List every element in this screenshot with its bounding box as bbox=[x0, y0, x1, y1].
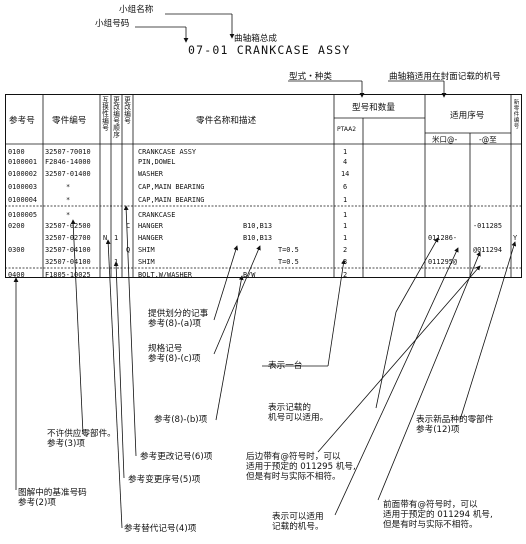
header-new-frame: 新零件编号 bbox=[513, 100, 520, 130]
annotation-at-suffix: 后边带有@符号时，可以适用于预定的 011295 机号,但是有时与实际不相符。 bbox=[246, 452, 356, 482]
qty-cell: 6 bbox=[343, 183, 348, 191]
spec-cell: B10,B13 bbox=[243, 222, 273, 230]
part-cell: * bbox=[66, 196, 71, 204]
qty-cell: 2 bbox=[343, 246, 348, 254]
part-cell: 32507-02500 bbox=[45, 222, 91, 230]
header-model-qty: 型号和数量 bbox=[352, 103, 395, 113]
part-cell: 32507-70010 bbox=[45, 148, 91, 156]
qty-cell: 1 bbox=[343, 211, 348, 219]
serial-from-cell: 011286- bbox=[428, 234, 458, 242]
part-cell: 32507-04100 bbox=[45, 258, 91, 266]
annotation-not-supplied: 不许供应零部件。参考(3)项 bbox=[47, 429, 116, 449]
annotation-per-unit: 表示一台 bbox=[268, 361, 303, 371]
group-name-label: 小组名称 bbox=[119, 5, 154, 15]
name-cell: CAP,MAIN BEARING bbox=[138, 183, 205, 191]
header-change-code: 更改编号 bbox=[124, 96, 131, 125]
annotation-change-mark: 参考更改记号(6)项 bbox=[140, 452, 213, 462]
ref-cell: 0100001 bbox=[8, 158, 38, 166]
annotation-change-seq: 参考变更序号(5)项 bbox=[128, 475, 201, 485]
serial-from-cell: 011295@ bbox=[428, 258, 458, 266]
annotation-at-prefix: 前面带有@符号时，可以适用于预定的 011294 机号,但是有时与实际不相符。 bbox=[383, 500, 493, 530]
name-cell: CRANKCASE bbox=[138, 211, 176, 219]
header-serial-to: -@至 bbox=[479, 135, 497, 144]
name-cell: CRANKCASE ASSY bbox=[138, 148, 197, 156]
annotation-division-note: 提供划分的记事参考(8)-(a)项 bbox=[148, 309, 209, 329]
qty-cell: 2 bbox=[343, 271, 348, 279]
change-no-cell: 1 bbox=[114, 234, 119, 242]
part-cell: * bbox=[66, 211, 71, 219]
interchange-cell: N bbox=[103, 234, 108, 242]
part-cell: 32507-01400 bbox=[45, 170, 91, 178]
name-cell: HANGER bbox=[138, 222, 163, 230]
part-cell: 32507-02700 bbox=[45, 234, 91, 242]
header-part-no: 零件编号 bbox=[52, 116, 87, 126]
ref-cell: 0100005 bbox=[8, 211, 38, 219]
header-serial: 适用序号 bbox=[450, 111, 485, 121]
annotation-ref-8b: 参考(8)-(b)项 bbox=[154, 415, 208, 425]
annotation-base-number: 图解中的基准号码参考(2)项 bbox=[18, 488, 87, 508]
group-code-label: 小组号码 bbox=[95, 19, 130, 29]
annotation-applicable-range: 表示可以适用记载的机号。 bbox=[272, 512, 324, 532]
spec-cell: T=0.5 bbox=[278, 246, 299, 254]
part-cell: 32507-04100 bbox=[45, 246, 91, 254]
qty-cell: 1 bbox=[343, 196, 348, 204]
new-frame-cell: Y bbox=[513, 234, 518, 242]
ref-cell: 0100003 bbox=[8, 183, 38, 191]
qty-cell: 1 bbox=[343, 234, 348, 242]
change-no-cell: 1 bbox=[114, 258, 119, 266]
frame-note-label: 曲轴箱适用在封面记载的机号 bbox=[389, 72, 501, 82]
spec-cell: B/W bbox=[243, 271, 256, 279]
ref-cell: 0200 bbox=[8, 222, 25, 230]
change-code-cell: Q bbox=[126, 246, 131, 254]
annotation-substitute-mark: 参考替代记号(4)项 bbox=[124, 524, 197, 534]
ref-cell: 0400 bbox=[8, 271, 25, 279]
annotation-spec-code: 规格记号参考(8)-(c)项 bbox=[148, 344, 201, 364]
part-cell: F2846-14000 bbox=[45, 158, 91, 166]
ref-cell: 0100004 bbox=[8, 196, 38, 204]
header-change-no: 更改编号顺序 bbox=[113, 96, 120, 139]
part-cell: * bbox=[66, 183, 71, 191]
qty-cell: 4 bbox=[343, 158, 348, 166]
change-code-cell: C bbox=[126, 222, 131, 230]
name-cell: WASHER bbox=[138, 170, 163, 178]
name-cell: PIN,DOWEL bbox=[138, 158, 176, 166]
header-serial-from: 米口@- bbox=[432, 135, 458, 144]
spec-cell: B10,B13 bbox=[243, 234, 273, 242]
spec-cell: T=0.5 bbox=[278, 258, 299, 266]
qty-cell: 3 bbox=[343, 258, 348, 266]
ref-cell: 0100002 bbox=[8, 170, 38, 178]
part-cell: F1805-10025 bbox=[45, 271, 91, 279]
name-cell: SHIM bbox=[138, 258, 155, 266]
header-interchange: 互换性编号 bbox=[102, 96, 109, 132]
serial-to-cell: @011294 bbox=[473, 246, 503, 254]
model-type-label: 型式・种类 bbox=[289, 72, 332, 82]
serial-to-cell: -011285 bbox=[473, 222, 503, 230]
header-name-desc: 零件名称和描述 bbox=[196, 116, 257, 126]
qty-cell: 1 bbox=[343, 222, 348, 230]
ref-cell: 0300 bbox=[8, 246, 25, 254]
name-cell: CAP,MAIN BEARING bbox=[138, 196, 205, 204]
header-model-code: PTAA2 bbox=[337, 126, 357, 133]
ref-cell: 0100 bbox=[8, 148, 25, 156]
annotation-applicable-serial: 表示记载的机号可以适用。 bbox=[268, 403, 329, 423]
page-title: 07-01 CRANKCASE ASSY bbox=[188, 43, 351, 57]
qty-cell: 14 bbox=[341, 170, 350, 178]
name-cell: HANGER bbox=[138, 234, 163, 242]
qty-cell: 1 bbox=[343, 148, 348, 156]
header-ref-no: 参考号 bbox=[9, 116, 35, 126]
name-cell: SHIM bbox=[138, 246, 155, 254]
assy-zh-label: 曲轴箱总成 bbox=[234, 34, 277, 44]
name-cell: BOLT,W/WASHER bbox=[138, 271, 192, 279]
annotation-new-part: 表示新品种的零部件参考(12)项 bbox=[416, 415, 494, 435]
